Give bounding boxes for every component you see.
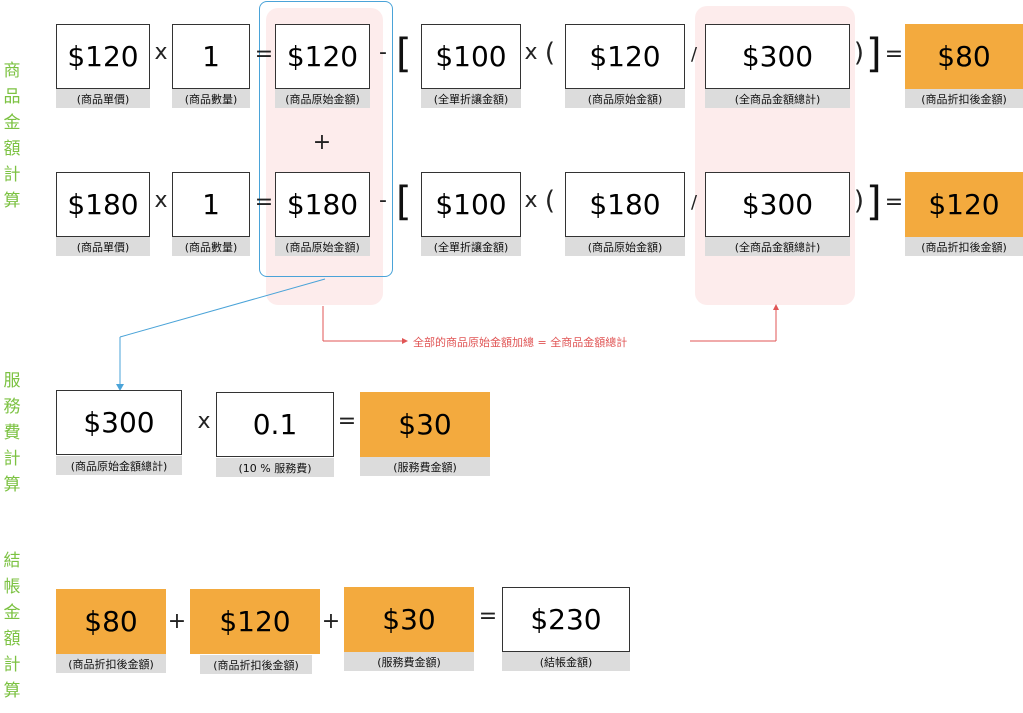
row2-close-paren: ): [853, 186, 865, 216]
service-times: x: [197, 409, 211, 434]
checkout-equals: =: [478, 604, 498, 629]
section-title-service-fee: 服務費計算: [3, 371, 21, 495]
row2-divide: /: [690, 192, 698, 213]
row1-equals-2: =: [884, 42, 904, 67]
row1-open-bracket: [: [396, 31, 412, 77]
service-rate-label: (10 % 服務費): [216, 458, 334, 477]
row1-divide: /: [690, 44, 698, 65]
checkout-service-fee-label: (服務費金額): [344, 652, 474, 671]
row1-total: $300: [705, 24, 850, 89]
row1-original: $120: [275, 24, 370, 89]
row1-total-label: (全商品金額總計): [705, 89, 850, 108]
row1-result: $80: [905, 24, 1023, 89]
row2-total-label: (全商品金額總計): [705, 237, 850, 256]
row2-original: $180: [275, 172, 370, 237]
red-arrowhead-mid: [402, 338, 408, 344]
row2-original-label: (商品原始金額): [275, 237, 370, 256]
row2-minus: -: [379, 188, 387, 213]
section-title-item-amount: 商品金額計算: [3, 61, 21, 211]
row1-equals: =: [254, 42, 274, 67]
row2-open-paren: (: [544, 186, 556, 216]
service-rate: 0.1: [216, 392, 334, 457]
checkout-plus-2: +: [321, 609, 341, 634]
row1-original-label: (商品原始金額): [275, 89, 370, 108]
service-total: $300: [56, 390, 182, 455]
checkout-total-label: (結帳金額): [502, 652, 630, 671]
row2-discount: $100: [421, 172, 521, 237]
row1-discount: $100: [421, 24, 521, 89]
row2-total: $300: [705, 172, 850, 237]
row1-unit-price-label: (商品單價): [56, 89, 150, 108]
sum-note: 全部的商品原始金額加總 = 全商品金額總計: [413, 336, 628, 349]
row1-result-label: (商品折扣後金額): [905, 89, 1023, 108]
row1-original-2-label: (商品原始金額): [565, 89, 685, 108]
checkout-service-fee: $30: [344, 587, 474, 652]
row1-open-paren: (: [544, 38, 556, 68]
row2-equals-2: =: [884, 190, 904, 215]
row2-unit-price: $180: [56, 172, 150, 237]
row1-unit-price: $120: [56, 24, 150, 89]
service-fee: $30: [360, 392, 490, 457]
row2-discount-label: (全單折讓金額): [421, 237, 521, 256]
row2-unit-price-label: (商品單價): [56, 237, 150, 256]
row1-close-bracket: ]: [866, 31, 882, 77]
red-arrowhead-up: [773, 304, 779, 310]
row1-qty-label: (商品數量): [172, 89, 250, 108]
blue-connector-diagonal: [119, 278, 326, 338]
service-fee-label: (服務費金額): [360, 457, 490, 476]
service-total-label: (商品原始金額總計): [56, 456, 182, 475]
checkout-item-b: $120: [190, 589, 320, 654]
row2-original-2-label: (商品原始金額): [565, 237, 685, 256]
row1-qty: 1: [172, 24, 250, 89]
checkout-item-a-label: (商品折扣後金額): [56, 654, 166, 673]
row2-qty: 1: [172, 172, 250, 237]
checkout-total: $230: [502, 587, 630, 652]
service-equals: =: [337, 409, 357, 434]
blue-arrowhead: [116, 384, 124, 391]
row2-result-label: (商品折扣後金額): [905, 237, 1023, 256]
row1-original-2: $120: [565, 24, 685, 89]
section-title-checkout: 結帳金額計算: [3, 551, 21, 701]
row2-close-bracket: ]: [866, 179, 882, 225]
row1-close-paren: ): [853, 38, 865, 68]
row1-minus: -: [379, 40, 387, 65]
checkout-plus-1: +: [167, 609, 187, 634]
row2-open-bracket: [: [396, 179, 412, 225]
row2-original-2: $180: [565, 172, 685, 237]
row2-equals: =: [254, 190, 274, 215]
row2-qty-label: (商品數量): [172, 237, 250, 256]
checkout-item-b-label: (商品折扣後金額): [200, 655, 312, 674]
originals-plus: +: [312, 130, 332, 155]
group-outline-originals: [259, 1, 393, 277]
row1-discount-label: (全單折讓金額): [421, 89, 521, 108]
row1-times: x: [154, 40, 168, 65]
checkout-item-a: $80: [56, 589, 166, 654]
row1-times-2: x: [524, 40, 538, 65]
row2-times: x: [154, 188, 168, 213]
row2-result: $120: [905, 172, 1023, 237]
row2-times-2: x: [524, 188, 538, 213]
